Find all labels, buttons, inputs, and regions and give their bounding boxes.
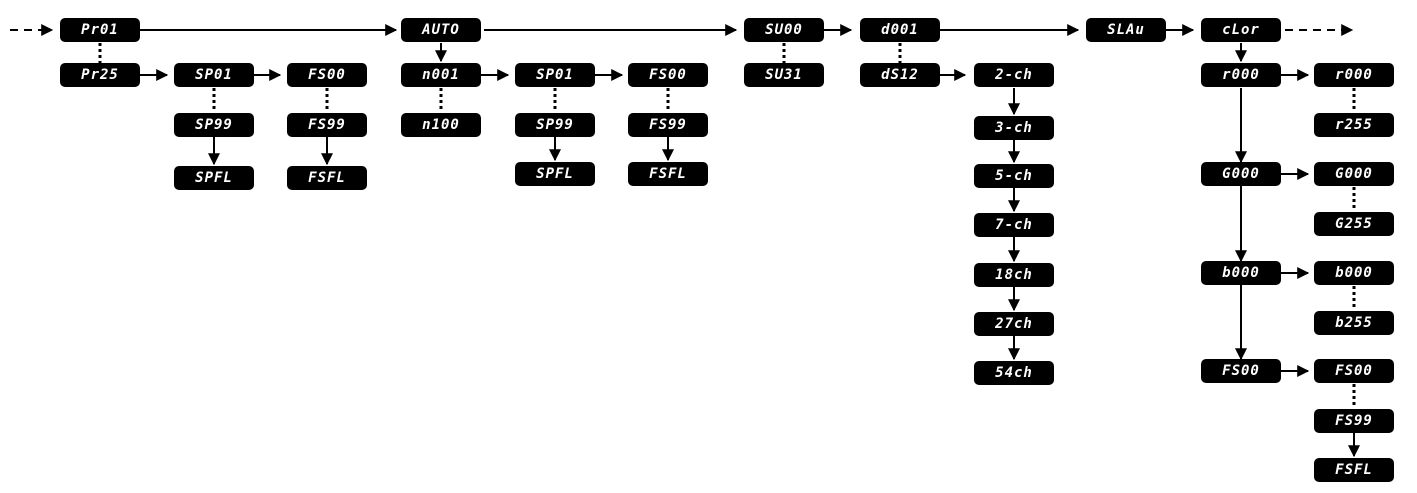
program-fade-first-node[interactable]: FS00 bbox=[287, 63, 367, 87]
slave-node[interactable]: SLAu bbox=[1086, 18, 1166, 42]
color-green-first-node[interactable]: G000 bbox=[1314, 162, 1394, 186]
color-red-node[interactable]: r000 bbox=[1201, 63, 1281, 87]
auto-fade-end-node[interactable]: FSFL bbox=[628, 162, 708, 186]
color-blue-last-node[interactable]: b255 bbox=[1314, 311, 1394, 335]
dmx-channel-5ch-node[interactable]: 5-ch bbox=[974, 164, 1054, 188]
auto-speed-last-node[interactable]: SP99 bbox=[515, 113, 595, 137]
dmx-first-node[interactable]: d001 bbox=[860, 18, 940, 42]
dmx-channel-54ch-node[interactable]: 54ch bbox=[974, 361, 1054, 385]
auto-last-node[interactable]: n100 bbox=[401, 113, 481, 137]
color-fade-end-node[interactable]: FSFL bbox=[1314, 458, 1394, 482]
program-fade-end-node[interactable]: FSFL bbox=[287, 166, 367, 190]
color-fade-last-node[interactable]: FS99 bbox=[1314, 409, 1394, 433]
dmx-channel-2ch-node[interactable]: 2-ch bbox=[974, 63, 1054, 87]
dmx-last-node[interactable]: dS12 bbox=[860, 63, 940, 87]
auto-fade-last-node[interactable]: FS99 bbox=[628, 113, 708, 137]
dmx-channel-3ch-node[interactable]: 3-ch bbox=[974, 116, 1054, 140]
color-fade-node[interactable]: FS00 bbox=[1201, 359, 1281, 383]
auto-node[interactable]: AUTO bbox=[401, 18, 481, 42]
program-last-node[interactable]: Pr25 bbox=[60, 63, 140, 87]
color-red-last-node[interactable]: r255 bbox=[1314, 113, 1394, 137]
color-green-node[interactable]: G000 bbox=[1201, 162, 1281, 186]
auto-first-node[interactable]: n001 bbox=[401, 63, 481, 87]
auto-speed-first-node[interactable]: SP01 bbox=[515, 63, 595, 87]
program-speed-first-node[interactable]: SP01 bbox=[174, 63, 254, 87]
sound-last-node[interactable]: SU31 bbox=[744, 63, 824, 87]
color-fade-first-node[interactable]: FS00 bbox=[1314, 359, 1394, 383]
color-node[interactable]: cLor bbox=[1201, 18, 1281, 42]
color-blue-first-node[interactable]: b000 bbox=[1314, 261, 1394, 285]
dmx-channel-7ch-node[interactable]: 7-ch bbox=[974, 213, 1054, 237]
color-green-last-node[interactable]: G255 bbox=[1314, 212, 1394, 236]
program-first-node[interactable]: Pr01 bbox=[60, 18, 140, 42]
dmx-channel-18ch-node[interactable]: 18ch bbox=[974, 263, 1054, 287]
sound-first-node[interactable]: SU00 bbox=[744, 18, 824, 42]
color-red-first-node[interactable]: r000 bbox=[1314, 63, 1394, 87]
program-speed-end-node[interactable]: SPFL bbox=[174, 166, 254, 190]
auto-speed-end-node[interactable]: SPFL bbox=[515, 162, 595, 186]
program-fade-last-node[interactable]: FS99 bbox=[287, 113, 367, 137]
dmx-channel-27ch-node[interactable]: 27ch bbox=[974, 312, 1054, 336]
auto-fade-first-node[interactable]: FS00 bbox=[628, 63, 708, 87]
program-speed-last-node[interactable]: SP99 bbox=[174, 113, 254, 137]
color-blue-node[interactable]: b000 bbox=[1201, 261, 1281, 285]
